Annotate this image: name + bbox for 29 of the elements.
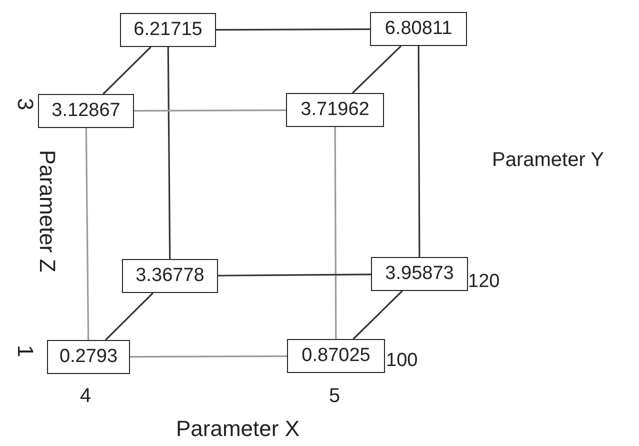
value-box: 0.2793: [47, 340, 130, 374]
cube-edge: [218, 274, 371, 276]
cube-edge: [134, 109, 286, 112]
axis-tick-label: 5: [329, 386, 340, 406]
cube-edge: [352, 45, 402, 94]
value-box: 6.21715: [120, 13, 216, 47]
axis-tick-label: 100: [386, 351, 418, 370]
value-box: 3.71962: [286, 93, 384, 127]
cube-edge: [418, 46, 420, 257]
cube-edge: [167, 47, 171, 259]
cube-edge: [216, 28, 370, 31]
axis-tick-label: 4: [80, 386, 92, 406]
cube-edge: [352, 290, 403, 340]
axis-title: Parameter X: [176, 418, 300, 440]
value-box: 3.36778: [122, 259, 218, 293]
value-box: 3.12867: [38, 94, 134, 128]
cube-edge: [334, 127, 337, 339]
axis-title: Parameter Z: [36, 150, 58, 272]
value-box: 3.95873: [371, 257, 468, 291]
axis-title: Parameter Y: [492, 150, 604, 170]
axis-tick-label: 1: [14, 345, 36, 358]
cube-edge: [130, 355, 287, 358]
axis-tick-label: 3: [14, 98, 36, 110]
axis-tick-label: 120: [468, 272, 500, 291]
value-box: 0.87025: [287, 339, 385, 373]
cube-edge: [102, 46, 152, 95]
cube-edge: [105, 292, 154, 341]
cube-edge: [85, 128, 90, 340]
value-box: 6.80811: [370, 12, 467, 46]
